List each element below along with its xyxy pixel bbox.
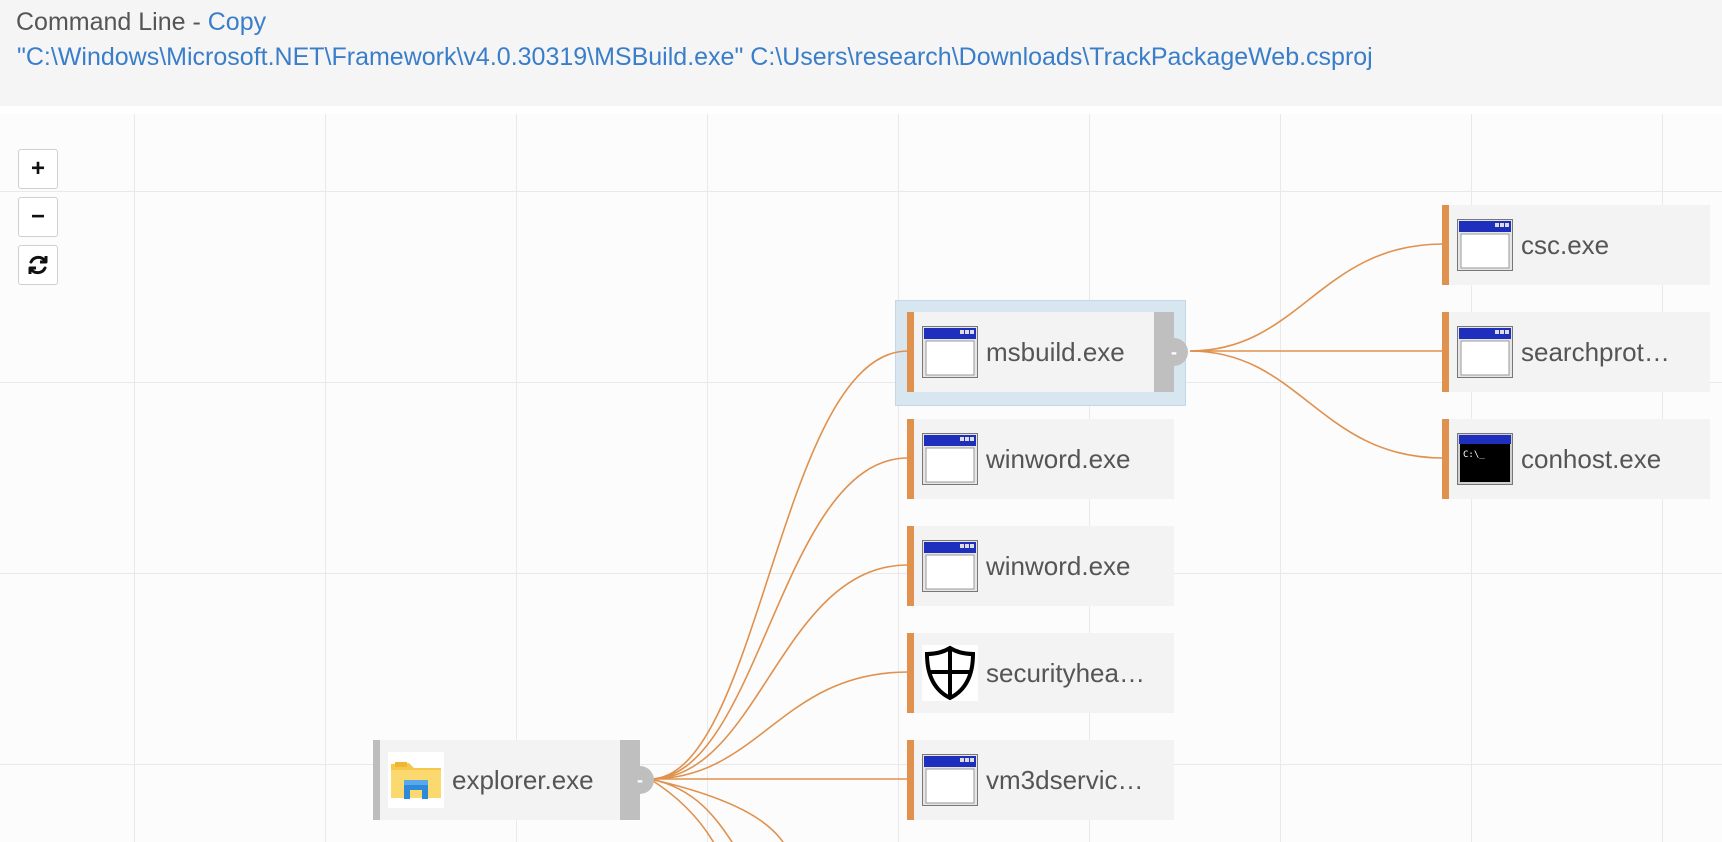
edge-msbuild-conhost: [1189, 350, 1444, 459]
edge-explorer-winword-2: [649, 564, 909, 780]
command-line-label: Command Line -: [16, 8, 208, 36]
process-node-csc[interactable]: csc.exe: [1442, 205, 1710, 285]
process-node-conhost[interactable]: C:\_ conhost.exe: [1442, 419, 1710, 499]
command-line-text[interactable]: "C:\Windows\Microsoft.NET\Framework\v4.0…: [17, 43, 1373, 71]
edge-explorer-offscreen-3: [649, 778, 784, 842]
edge-explorer-offscreen-2: [649, 778, 715, 842]
edge-explorer-securityhealth: [649, 671, 909, 780]
window-icon: [1457, 217, 1513, 273]
process-name: msbuild.exe: [986, 336, 1125, 367]
process-name: explorer.exe: [452, 764, 594, 795]
process-node-winword[interactable]: winword.exe: [907, 419, 1174, 499]
process-name: vm3dservic…: [986, 764, 1144, 795]
collapse-toggle[interactable]: -: [1154, 312, 1188, 392]
zoom-in-button[interactable]: +: [18, 149, 58, 189]
process-node-securityhealth[interactable]: securityhea…: [907, 633, 1174, 713]
edge-explorer-msbuild: [649, 350, 909, 780]
process-node-explorer[interactable]: explorer.exe -: [373, 740, 654, 820]
console-icon: C:\_: [1457, 431, 1513, 487]
process-edges: [649, 243, 1444, 842]
process-node-msbuild[interactable]: msbuild.exe -: [907, 312, 1188, 392]
panel-separator: [0, 106, 1722, 114]
command-line-panel: Command Line - Copy "C:\Windows\Microsof…: [0, 0, 1722, 106]
edge-explorer-winword-1: [649, 457, 909, 780]
process-graph-canvas[interactable]: + − explorer.exe -: [0, 114, 1722, 842]
folder-icon: [388, 752, 444, 808]
collapse-toggle[interactable]: -: [620, 740, 654, 820]
process-name: csc.exe: [1521, 229, 1610, 260]
window-icon: [922, 324, 978, 380]
process-name: searchprot…: [1521, 336, 1670, 367]
process-name: securityhea…: [986, 657, 1145, 688]
window-icon: [1457, 324, 1513, 380]
zoom-out-button[interactable]: −: [18, 197, 58, 237]
process-node-winword[interactable]: winword.exe: [907, 526, 1174, 606]
collapse-knob: -: [626, 766, 654, 794]
copy-link[interactable]: Copy: [207, 8, 267, 36]
process-node-vm3dservice[interactable]: vm3dservic…: [907, 740, 1174, 820]
process-node-searchprotocol[interactable]: searchprot…: [1442, 312, 1710, 392]
window-icon: [922, 752, 978, 808]
reset-view-button[interactable]: [18, 245, 58, 285]
process-name: winword.exe: [986, 550, 1131, 581]
process-name: conhost.exe: [1521, 443, 1662, 474]
process-name: winword.exe: [986, 443, 1131, 474]
collapse-knob: -: [1160, 338, 1188, 366]
shield-icon: [922, 645, 978, 701]
edge-msbuild-csc: [1189, 243, 1444, 352]
window-icon: [922, 431, 978, 487]
refresh-icon: [28, 255, 48, 275]
window-icon: [922, 538, 978, 594]
svg-text:C:\_: C:\_: [1463, 450, 1485, 460]
command-line-header: Command Line - Copy: [16, 8, 266, 37]
